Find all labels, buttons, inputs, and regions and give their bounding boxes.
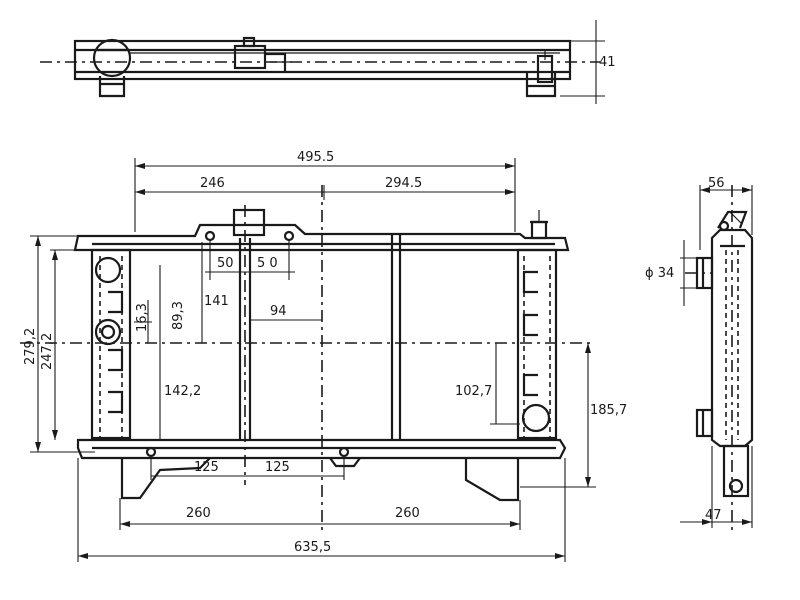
dim-side-width: 56 xyxy=(708,176,725,191)
dim-height-141: 141 xyxy=(204,294,229,309)
dim-base-right: 260 xyxy=(395,506,420,521)
dim-pipe-diameter: ϕ 34 xyxy=(645,266,674,281)
dim-height-102-7: 102,7 xyxy=(455,384,492,399)
dim-mount-right: 125 xyxy=(265,460,290,475)
dim-base-total: 635,5 xyxy=(294,540,331,555)
dim-left-part: 246 xyxy=(200,176,225,191)
dim-height-142-2: 142,2 xyxy=(164,384,201,399)
dim-side-bottom: 47 xyxy=(705,508,722,523)
dim-top-height: 41 xyxy=(599,55,616,70)
dim-overall-width: 495.5 xyxy=(297,150,334,165)
dim-height-247-2: 247,2 xyxy=(40,333,55,370)
dim-mount-left: 125 xyxy=(194,460,219,475)
dim-height-89-3: 89,3 xyxy=(171,301,186,330)
dim-offset-left: 50 xyxy=(217,256,234,271)
dim-offset-right: 5 0 xyxy=(257,256,278,271)
dim-base-left: 260 xyxy=(186,506,211,521)
dim-height-185-7: 185,7 xyxy=(590,403,627,418)
dim-right-part: 294.5 xyxy=(385,176,422,191)
dim-height-279-2: 279,2 xyxy=(23,328,38,365)
dim-len-94: 94 xyxy=(270,304,287,319)
top-view: 41 xyxy=(40,20,616,104)
front-view: 495.5 246 294.5 50 5 0 141 94 89,3 16,3 … xyxy=(20,150,627,562)
dim-height-16-3: 16,3 xyxy=(135,303,150,332)
side-view: 56 ϕ 34 47 xyxy=(645,176,754,530)
